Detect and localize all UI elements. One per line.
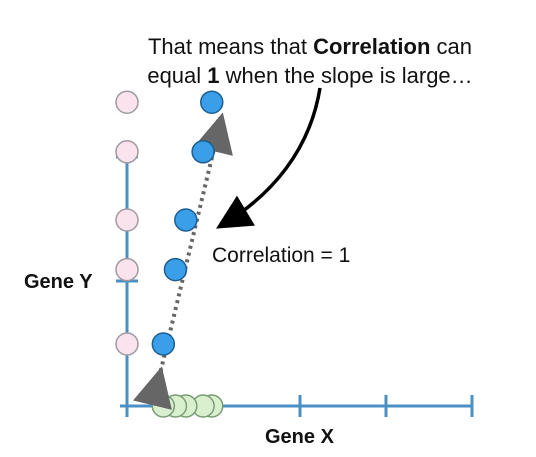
y-projection-point [115, 208, 139, 232]
annotation-line2-post: when the slope is large… [219, 63, 473, 88]
annotation-line1-pre: That means that [147, 34, 314, 59]
annotation-line1-bold: Correlation [313, 34, 431, 59]
x-projection-point [151, 394, 176, 418]
data-points [151, 90, 224, 356]
y-projection-point [115, 332, 139, 356]
y-projection-point [115, 90, 139, 114]
data-point [163, 257, 188, 282]
correlation-label: Correlation = 1 [212, 244, 351, 267]
annotation-text: That means that Correlation can equal 1 … [110, 32, 510, 90]
y-projection-point [115, 140, 139, 164]
annotation-line2-bold: 1 [207, 63, 220, 88]
x-axis-label: Gene X [265, 426, 334, 448]
data-point [174, 208, 198, 232]
y-projection-point [115, 257, 139, 282]
y-axis [116, 155, 138, 408]
curved-arrow [215, 87, 322, 229]
x-marginal-points [151, 394, 224, 418]
data-point [191, 140, 215, 164]
y-axis-label: Gene Y [24, 271, 93, 293]
annotation-line1-post: can [430, 34, 473, 59]
annotation-line2-pre: equal [147, 63, 208, 88]
data-point [200, 90, 224, 114]
data-point [151, 332, 176, 356]
